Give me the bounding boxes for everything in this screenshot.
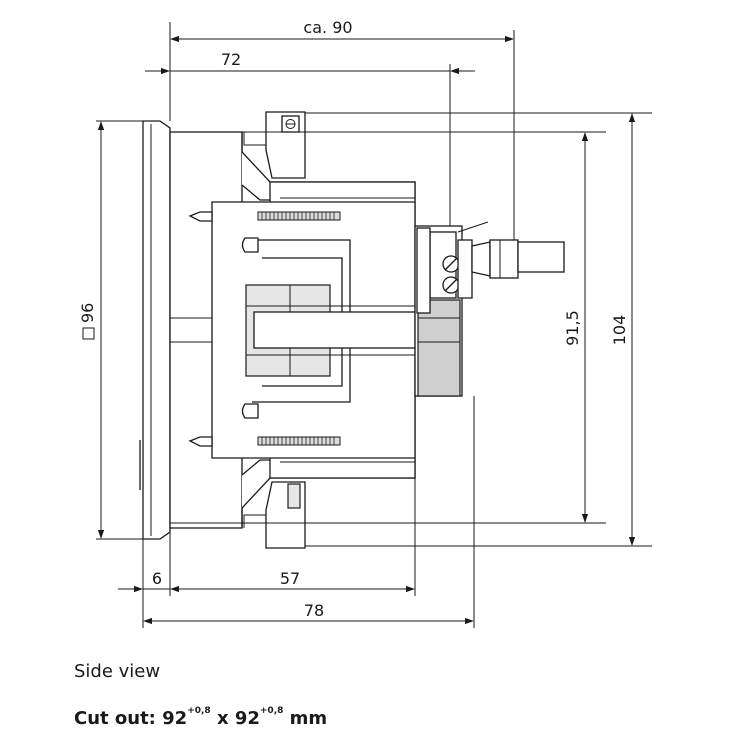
dimension-lines — [96, 22, 652, 628]
dim-label-72: 72 — [221, 50, 241, 69]
cutout-tolerance-1: +0,8 — [187, 706, 211, 716]
threaded-rod-bottom — [188, 436, 341, 447]
dim-label-96: 96 — [78, 303, 97, 323]
cable — [471, 239, 565, 279]
threaded-rod-top — [188, 211, 341, 222]
cutout-tolerance-2: +0,8 — [259, 706, 284, 716]
cutout-times: x 92 — [210, 708, 260, 729]
side-view-drawing: ca. 90 72 96 91,5 104 6 57 78 — [78, 18, 652, 628]
terminal-block — [414, 221, 489, 397]
cutout-unit: mm — [283, 708, 328, 729]
dim-label-104: 104 — [610, 315, 629, 346]
front-bezel — [142, 120, 171, 540]
cutout-spec: Cut out: 92+0,8 x 92+0,8 mm — [74, 706, 328, 729]
caption-side-view: Side view — [74, 661, 161, 682]
cutout-label: Cut out: 92 — [74, 708, 188, 729]
dim-label-57: 57 — [280, 569, 300, 588]
dim-label-78: 78 — [304, 601, 324, 620]
device-outline — [139, 111, 565, 549]
square-symbol-icon — [82, 327, 95, 340]
dim-label-6: 6 — [152, 569, 162, 588]
bottom-clip — [243, 481, 306, 549]
dim-label-ca90: ca. 90 — [303, 18, 352, 37]
dim-label-91-5: 91,5 — [563, 310, 582, 346]
